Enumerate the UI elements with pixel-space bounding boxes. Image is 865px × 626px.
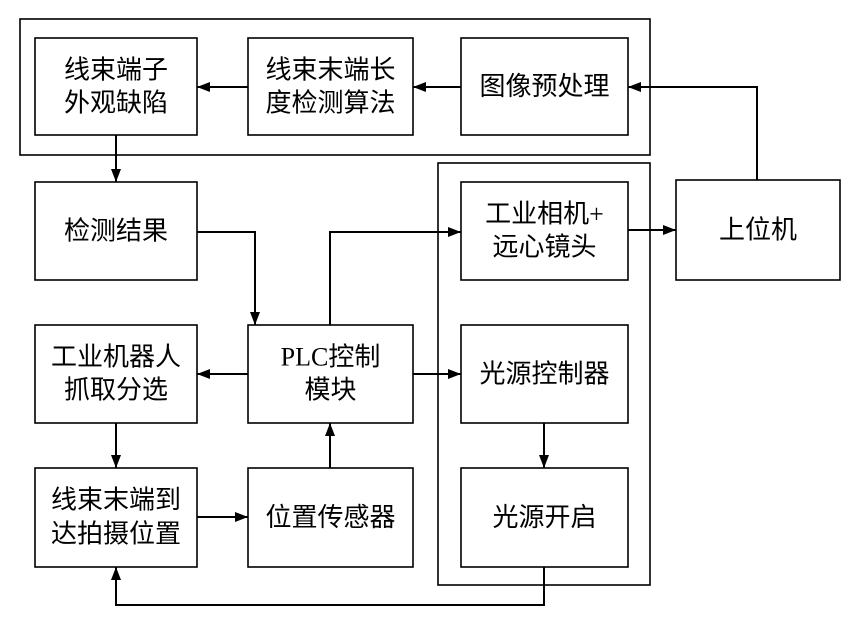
node-camera: 工业相机+ 远心镜头 xyxy=(460,181,629,281)
node-box xyxy=(34,37,198,136)
node-result: 检测结果 xyxy=(34,181,198,281)
node-host: 上位机 xyxy=(675,179,841,281)
node-label-line: 工业相机+ xyxy=(485,200,604,229)
node-label-line: 抓取分选 xyxy=(64,376,168,405)
node-label-line: 线束端子 xyxy=(64,56,168,85)
node-box xyxy=(34,181,198,281)
node-box xyxy=(460,324,629,424)
arrow-result-to-plc xyxy=(197,231,260,325)
node-label-line: PLC控制 xyxy=(281,343,381,372)
node-label-line: 光源控制器 xyxy=(479,360,609,389)
node-algorithm: 线束末端长 度检测算法 xyxy=(247,37,414,136)
node-sensor: 位置传感器 xyxy=(247,467,414,568)
node-label-line: 上位机 xyxy=(719,216,797,245)
node-label-line: 线束末端长 xyxy=(265,56,395,85)
node-preprocess: 图像预处理 xyxy=(460,37,629,136)
node-box xyxy=(675,179,841,281)
node-label-line: 光源开启 xyxy=(492,503,596,532)
node-box xyxy=(460,37,629,136)
node-label-line: 检测结果 xyxy=(64,217,168,246)
node-plc: PLC控制 模块 xyxy=(247,324,414,424)
arrow-host-to-preprocess xyxy=(628,82,758,180)
arrow-light-on-to-arrival xyxy=(111,567,545,606)
arrow-plc-to-camera xyxy=(329,227,461,325)
node-box xyxy=(247,324,414,424)
node-box xyxy=(34,324,198,424)
node-arrival: 线束末端到 达拍摄位置 xyxy=(34,467,198,568)
node-label-line: 模块 xyxy=(304,376,356,405)
node-label-line: 度检测算法 xyxy=(265,89,395,118)
node-light-controller: 光源控制器 xyxy=(460,324,629,424)
node-box xyxy=(247,37,414,136)
node-label-line: 线束末端到 xyxy=(51,486,181,515)
node-robot: 工业机器人 抓取分选 xyxy=(34,324,198,424)
node-label-line: 外观缺陷 xyxy=(64,89,168,118)
node-label-line: 图像预处理 xyxy=(479,72,609,101)
node-box xyxy=(460,181,629,281)
node-label-line: 位置传感器 xyxy=(265,503,395,532)
node-box xyxy=(460,467,629,568)
node-label-line: 工业机器人 xyxy=(51,343,181,372)
node-label-line: 达拍摄位置 xyxy=(51,520,181,549)
node-label-line: 远心镜头 xyxy=(492,233,596,262)
node-light-on: 光源开启 xyxy=(460,467,629,568)
node-defect: 线束端子 外观缺陷 xyxy=(34,37,198,136)
node-box xyxy=(34,467,198,568)
